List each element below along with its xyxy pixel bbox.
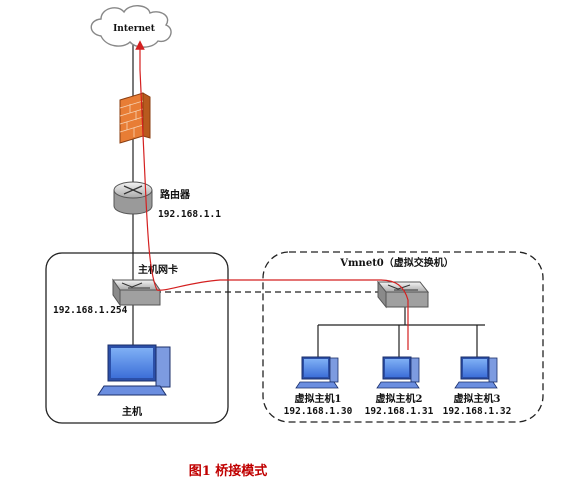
virtual-network-box bbox=[262, 251, 544, 423]
figure-caption: 图1 桥接模式 bbox=[189, 463, 268, 479]
internet-label: Internet bbox=[113, 24, 156, 34]
router-name: 路由器 bbox=[160, 188, 191, 201]
host-box bbox=[45, 252, 229, 424]
host-computer-icon bbox=[97, 344, 171, 396]
vswitch-name: Vmnet0（虚拟交换机） bbox=[339, 256, 454, 269]
traffic-path-arrow bbox=[135, 40, 409, 350]
nic-switch-icon bbox=[112, 278, 161, 307]
router-ip: 192.168.1.1 bbox=[158, 209, 221, 220]
nic-ip: 192.168.1.254 bbox=[53, 305, 128, 316]
vm1-name: 虚拟主机1 bbox=[295, 392, 342, 405]
vm1-computer-icon bbox=[295, 356, 339, 389]
vm3-ip: 192.168.1.32 bbox=[443, 406, 512, 417]
vm2-ip: 192.168.1.31 bbox=[365, 406, 434, 417]
vm2-name: 虚拟主机2 bbox=[376, 392, 423, 405]
vm3-name: 虚拟主机3 bbox=[454, 392, 501, 405]
firewall-icon bbox=[119, 92, 151, 144]
vm1-ip: 192.168.1.30 bbox=[284, 406, 353, 417]
vm-link-tree bbox=[317, 305, 485, 357]
internet-cloud-icon bbox=[90, 5, 172, 48]
vswitch-icon bbox=[376, 280, 430, 309]
vm3-computer-icon bbox=[454, 356, 498, 389]
router-icon bbox=[113, 181, 153, 215]
nic-name: 主机网卡 bbox=[138, 263, 178, 276]
host-name: 主机 bbox=[122, 405, 142, 418]
vm2-computer-icon bbox=[376, 356, 420, 389]
